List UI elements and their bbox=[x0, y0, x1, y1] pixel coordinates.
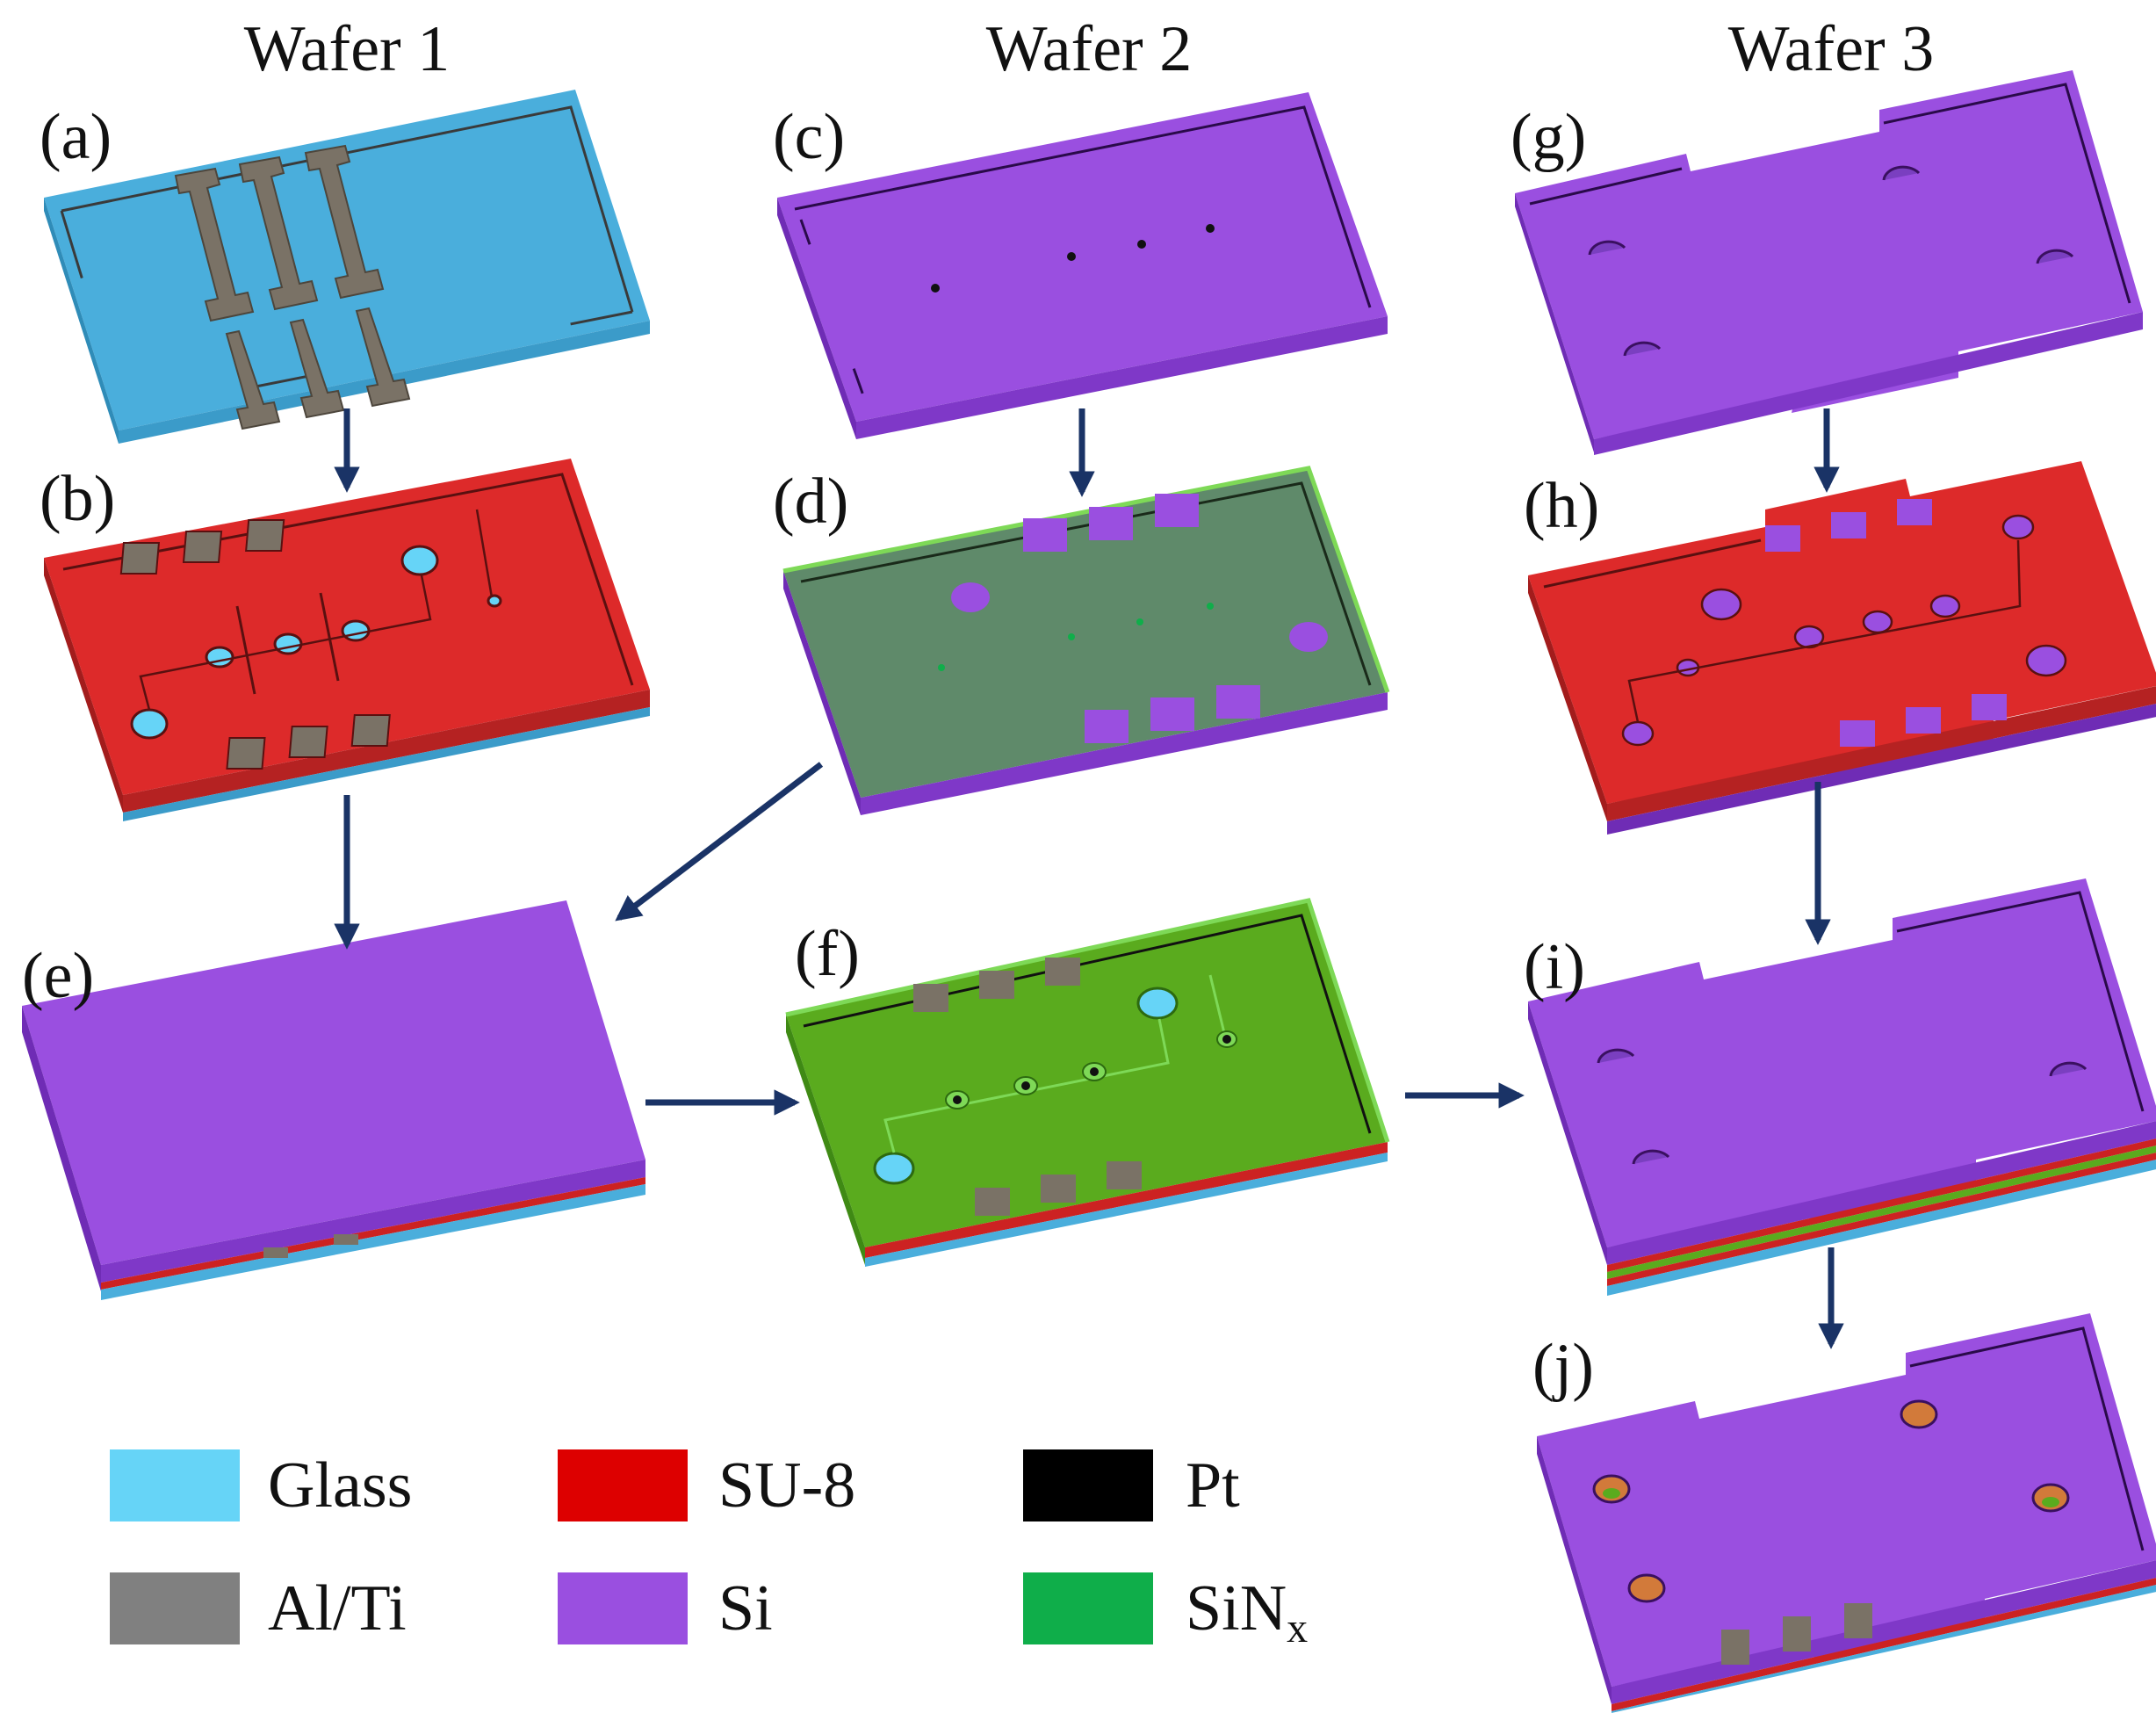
panel-label-a: (a) bbox=[40, 101, 112, 173]
legend-swatch-glass bbox=[110, 1449, 240, 1521]
panel-g-si-wafer-3: (g) bbox=[1511, 70, 2143, 455]
legend-label-al-ti: Al/Ti bbox=[268, 1572, 407, 1644]
legend-swatch-pt bbox=[1023, 1449, 1153, 1521]
legend-item-al-ti: Al/Ti bbox=[110, 1572, 407, 1644]
panel-d-sinx-layer: (d) bbox=[773, 466, 1390, 815]
panel-b-su8-layer: (b) bbox=[40, 459, 650, 821]
panel-label-g: (g) bbox=[1511, 101, 1586, 173]
legend-label-sinx-subscript: x bbox=[1287, 1605, 1308, 1652]
legend-label-su8: SU-8 bbox=[718, 1449, 855, 1521]
panel-a-glass-wafer: (a) bbox=[40, 90, 650, 444]
legend-label-glass: Glass bbox=[268, 1449, 412, 1521]
panel-label-h: (h) bbox=[1524, 470, 1599, 542]
legend-swatch-al-ti bbox=[110, 1572, 240, 1644]
legend-label-pt: Pt bbox=[1186, 1449, 1240, 1521]
panel-label-e: (e) bbox=[22, 940, 94, 1012]
legend-label-sinx-main: SiN bbox=[1186, 1572, 1287, 1644]
legend-item-si: Si bbox=[558, 1572, 773, 1644]
arrow-d-to-e bbox=[615, 762, 824, 922]
legend-swatch-sinx bbox=[1023, 1572, 1153, 1644]
column-title-wafer-1: Wafer 1 bbox=[244, 13, 450, 85]
legend: Glass SU-8 Pt Al/Ti Si SiNx bbox=[110, 1449, 1308, 1652]
panel-h-su8-wafer-3: (h) bbox=[1524, 461, 2156, 835]
legend-label-sinx: SiNx bbox=[1186, 1572, 1308, 1652]
legend-label-si: Si bbox=[718, 1572, 773, 1644]
legend-item-glass: Glass bbox=[110, 1449, 412, 1521]
panel-label-d: (d) bbox=[773, 466, 848, 538]
panel-label-c: (c) bbox=[773, 101, 845, 173]
column-title-wafer-3: Wafer 3 bbox=[1728, 13, 1934, 85]
process-arrows bbox=[334, 408, 1844, 1349]
panel-e-bonded-stack: (e) bbox=[22, 900, 645, 1300]
panel-label-i: (i) bbox=[1524, 931, 1585, 1003]
legend-item-sinx: SiNx bbox=[1023, 1572, 1308, 1652]
legend-swatch-si bbox=[558, 1572, 688, 1644]
panel-j-final-device: (j) bbox=[1532, 1313, 2156, 1713]
legend-item-su8: SU-8 bbox=[558, 1449, 855, 1521]
panel-label-j: (j) bbox=[1532, 1331, 1594, 1403]
legend-swatch-su8 bbox=[558, 1449, 688, 1521]
column-title-wafer-2: Wafer 2 bbox=[986, 13, 1192, 85]
legend-item-pt: Pt bbox=[1023, 1449, 1240, 1521]
panel-label-f: (f) bbox=[795, 918, 860, 990]
panel-i-bonded-stack: (i) bbox=[1524, 878, 2156, 1296]
panel-c-si-wafer: (c) bbox=[773, 92, 1388, 439]
panel-label-b: (b) bbox=[40, 463, 115, 535]
panel-f-released-sinx: (f) bbox=[785, 898, 1390, 1267]
